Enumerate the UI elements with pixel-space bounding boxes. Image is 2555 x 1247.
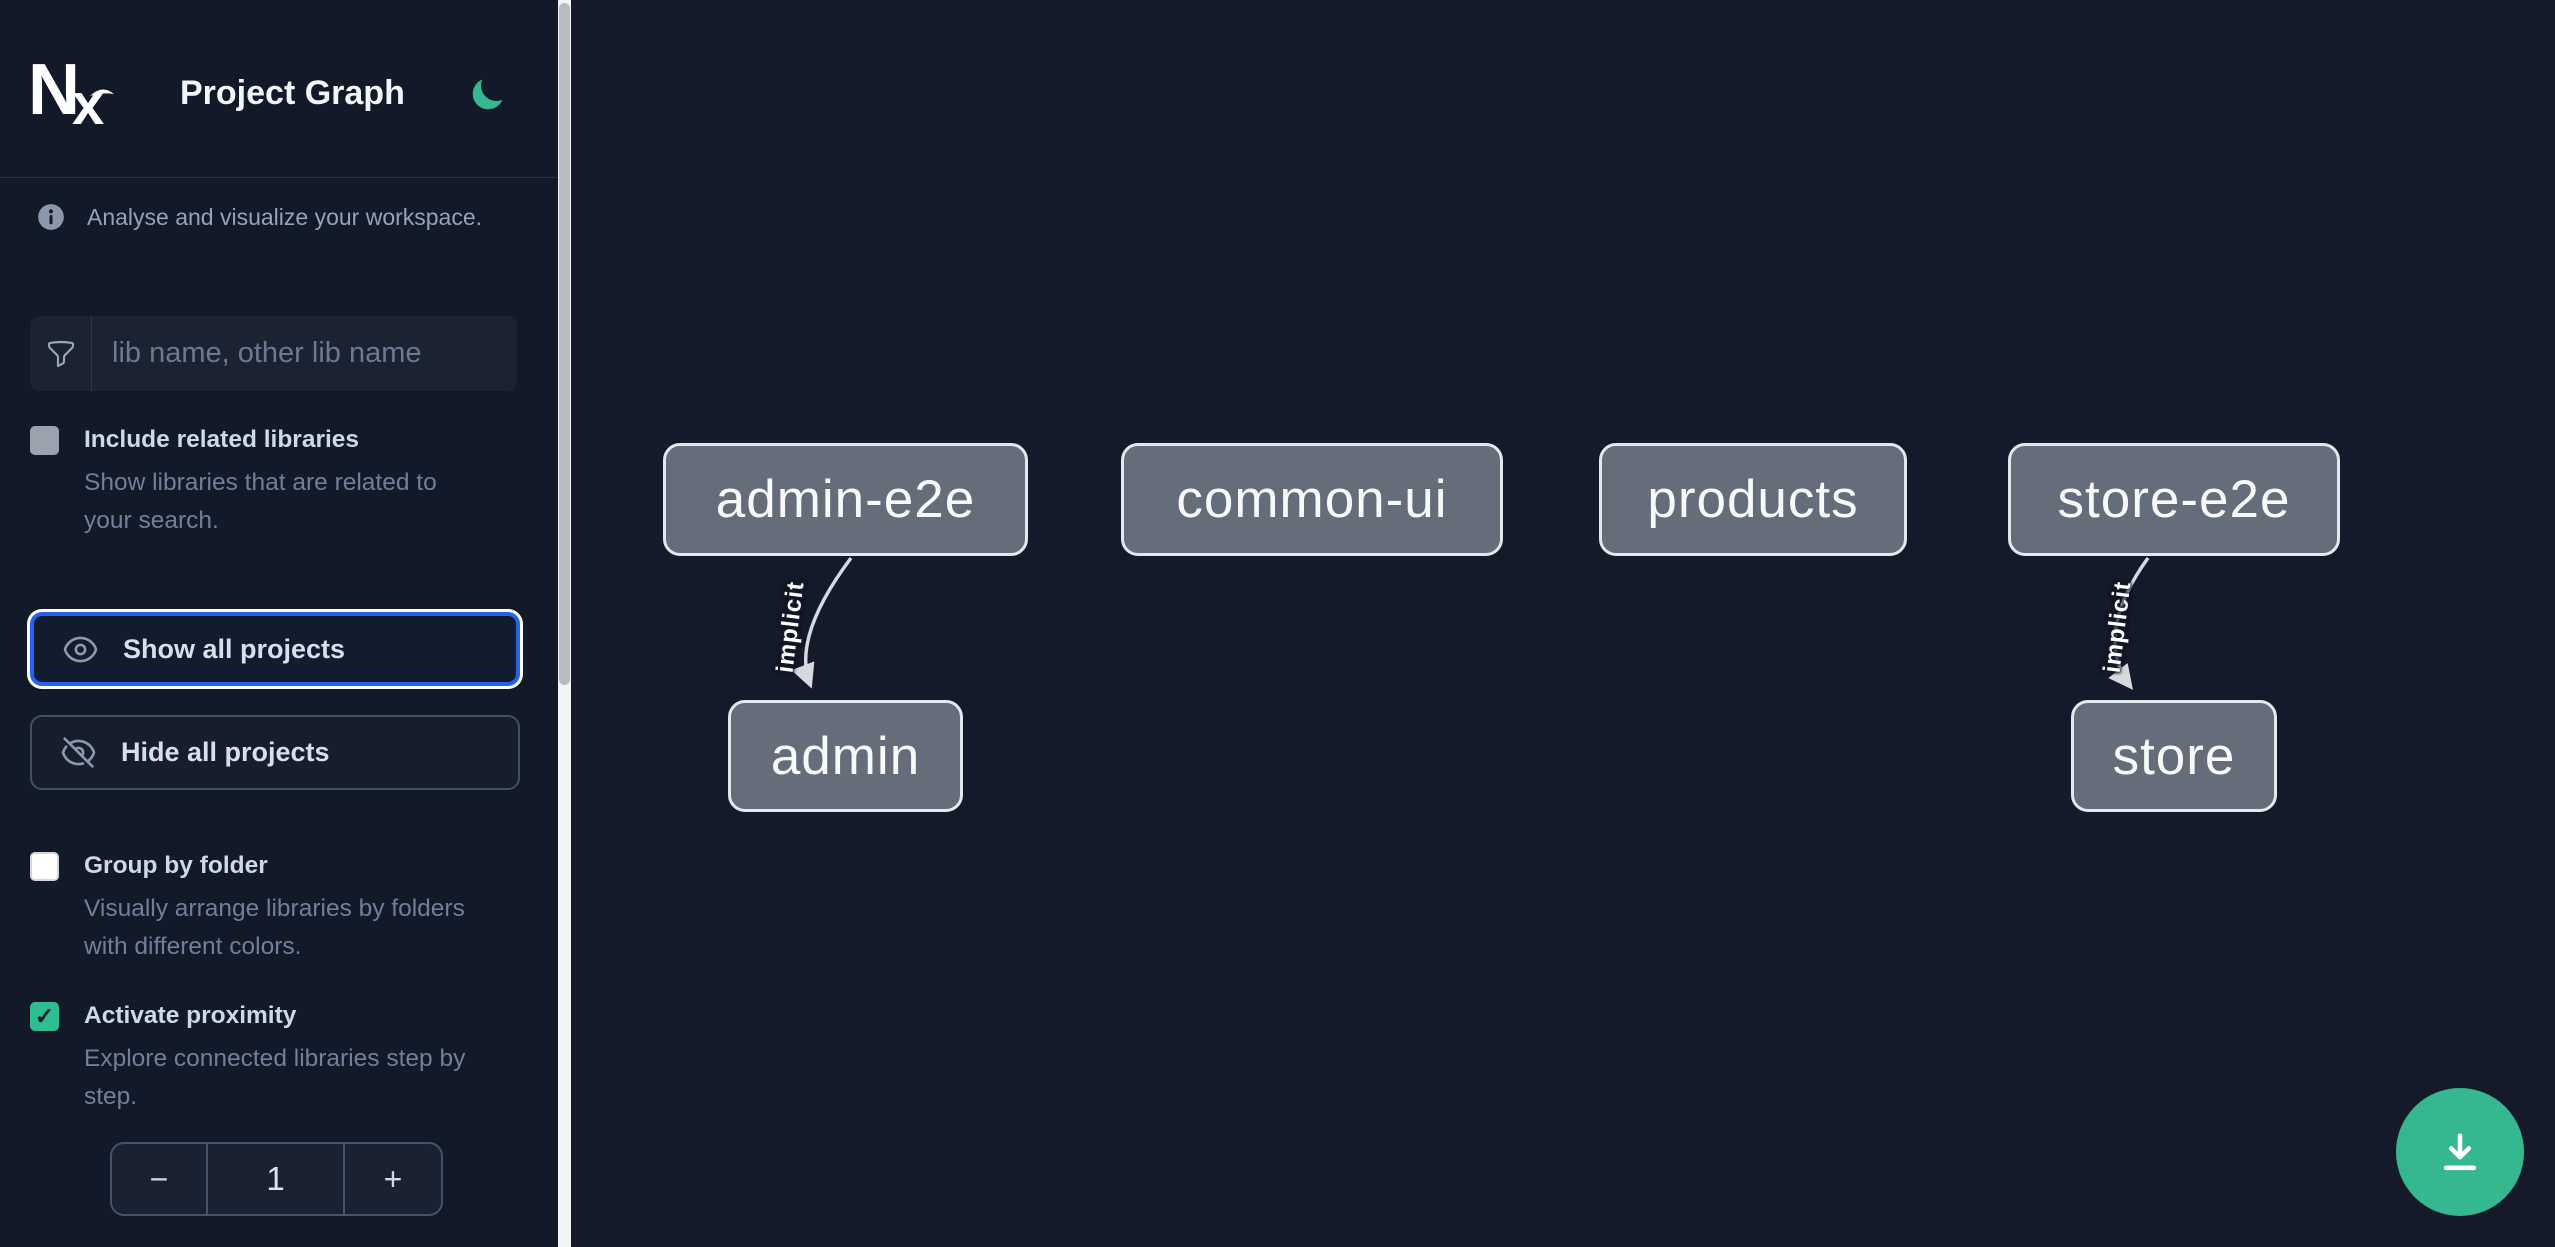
workspace-info-text: Analyse and visualize your workspace. (87, 203, 483, 230)
group-by-folder-description: Visually arrange libraries by folders wi… (84, 894, 465, 960)
graph-node-admin-e2e[interactable]: admin-e2e (663, 443, 1028, 556)
search-box (30, 316, 517, 391)
page-title: Project Graph (180, 74, 405, 112)
checkmark-icon: ✓ (34, 1003, 55, 1029)
include-related-label[interactable]: Include related libraries (84, 426, 360, 453)
proximity-stepper: − 1 + (110, 1142, 443, 1216)
moon-icon[interactable] (468, 76, 506, 114)
activate-proximity-checkbox[interactable]: ✓ (30, 1002, 59, 1031)
show-all-projects-button[interactable]: Show all projects (30, 612, 520, 686)
show-all-projects-label: Show all projects (123, 633, 346, 664)
sidebar: N x Project Graph Analyse and visualize … (0, 0, 558, 1247)
proximity-decrement-button[interactable]: − (112, 1144, 208, 1214)
group-by-folder-checkbox[interactable]: ✓ (30, 852, 59, 881)
include-related-checkbox[interactable]: ✓ (30, 426, 59, 455)
nx-logo-icon: N x (28, 52, 114, 128)
activate-proximity-label[interactable]: Activate proximity (84, 1002, 297, 1029)
proximity-increment-button[interactable]: + (343, 1144, 441, 1214)
graph-canvas[interactable] (571, 0, 2555, 1247)
eye-icon (63, 636, 98, 662)
eye-slash-icon (61, 737, 96, 768)
download-graph-button[interactable] (2396, 1088, 2524, 1216)
sidebar-header: N x Project Graph (0, 0, 558, 178)
graph-node-admin[interactable]: admin (728, 700, 963, 812)
search-input[interactable] (92, 316, 517, 391)
graph-node-products[interactable]: products (1599, 443, 1907, 556)
graph-node-store[interactable]: store (2071, 700, 2277, 812)
group-by-folder-section: ✓ Group by folder Visually arrange libra… (30, 850, 479, 966)
sidebar-scrollbar-thumb[interactable] (559, 3, 570, 685)
info-icon (38, 204, 64, 230)
svg-text:N: N (28, 52, 80, 128)
proximity-value: 1 (266, 1160, 285, 1197)
sidebar-scrollbar-track[interactable] (558, 0, 571, 1247)
graph-node-common-ui[interactable]: common-ui (1121, 443, 1503, 556)
include-related-description: Show libraries that are related to your … (84, 468, 437, 534)
include-related-section: ✓ Include related libraries Show librari… (30, 424, 479, 540)
filter-funnel-icon (30, 316, 92, 391)
hide-all-projects-button[interactable]: Hide all projects (30, 715, 520, 790)
activate-proximity-description: Explore connected libraries step by step… (84, 1044, 466, 1110)
hide-all-projects-label: Hide all projects (121, 737, 330, 767)
group-by-folder-label[interactable]: Group by folder (84, 852, 268, 879)
graph-node-store-e2e[interactable]: store-e2e (2008, 443, 2340, 556)
workspace-info-row: Analyse and visualize your workspace. (37, 203, 482, 231)
activate-proximity-section: ✓ Activate proximity Explore connected l… (30, 1000, 479, 1116)
svg-text:x: x (72, 72, 104, 128)
download-icon (2443, 1133, 2477, 1171)
